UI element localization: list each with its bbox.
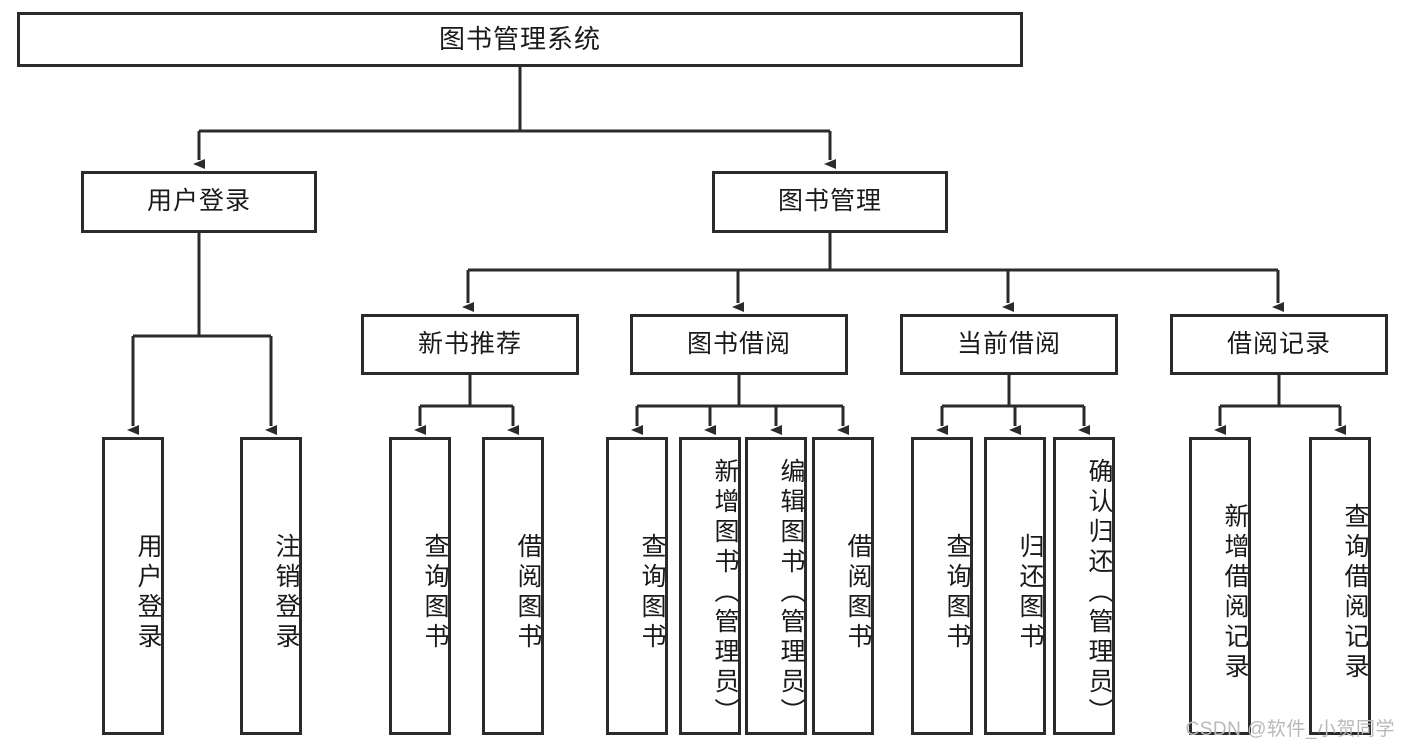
- node-leaf-query-record[interactable]: 查询借阅记录: [1309, 437, 1371, 735]
- node-leaf-edit-book[interactable]: 编辑图书（管理员）: [745, 437, 807, 735]
- node-leaf-label: 确认归还（管理员）: [1085, 458, 1113, 728]
- node-leaf-label: 编辑图书（管理员）: [777, 458, 805, 728]
- node-leaf-label: 用户登录: [134, 533, 162, 653]
- node-user-login[interactable]: 用户登录: [81, 171, 317, 233]
- node-book-borrow[interactable]: 图书借阅: [630, 314, 848, 375]
- node-new-book-recommend[interactable]: 新书推荐: [361, 314, 579, 375]
- node-root-system[interactable]: 图书管理系统: [17, 12, 1023, 67]
- node-leaf-label: 注销登录: [272, 533, 300, 653]
- node-leaf-add-book[interactable]: 新增图书（管理员）: [679, 437, 741, 735]
- node-current-borrow[interactable]: 当前借阅: [900, 314, 1118, 375]
- node-book-manage[interactable]: 图书管理: [712, 171, 948, 233]
- node-borrow-record[interactable]: 借阅记录: [1170, 314, 1388, 375]
- node-leaf-add-record[interactable]: 新增借阅记录: [1189, 437, 1251, 735]
- node-leaf-query-book-2[interactable]: 查询图书: [606, 437, 668, 735]
- node-leaf-label: 查询图书: [421, 533, 449, 653]
- node-leaf-borrow-book-1[interactable]: 借阅图书: [482, 437, 544, 735]
- node-leaf-logout[interactable]: 注销登录: [240, 437, 302, 735]
- node-leaf-query-book-1[interactable]: 查询图书: [389, 437, 451, 735]
- node-leaf-label: 查询图书: [943, 533, 971, 653]
- node-leaf-user-login[interactable]: 用户登录: [102, 437, 164, 735]
- node-leaf-label: 新增图书（管理员）: [711, 458, 739, 728]
- node-leaf-label: 归还图书: [1016, 533, 1044, 653]
- node-leaf-label: 查询借阅记录: [1341, 503, 1369, 683]
- node-leaf-return-book[interactable]: 归还图书: [984, 437, 1046, 735]
- node-leaf-label: 借阅图书: [844, 533, 872, 653]
- node-leaf-label: 新增借阅记录: [1221, 503, 1249, 683]
- node-leaf-label: 借阅图书: [514, 533, 542, 653]
- node-leaf-confirm-return[interactable]: 确认归还（管理员）: [1053, 437, 1115, 735]
- node-leaf-label: 查询图书: [638, 533, 666, 653]
- node-leaf-query-book-3[interactable]: 查询图书: [911, 437, 973, 735]
- csdn-watermark: CSDN @软件_小贺同学: [1185, 719, 1395, 740]
- node-leaf-borrow-book-2[interactable]: 借阅图书: [812, 437, 874, 735]
